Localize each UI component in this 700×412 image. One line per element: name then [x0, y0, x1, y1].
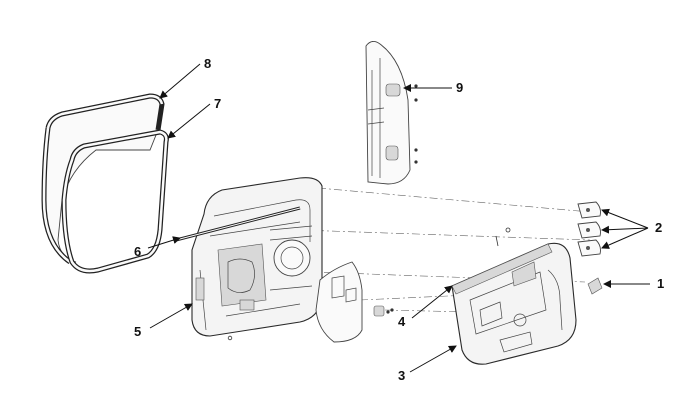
insulator-covers	[577, 201, 601, 257]
callout-4: 4	[398, 314, 406, 329]
callout-6: 6	[134, 244, 141, 259]
callout-9: 9	[456, 80, 463, 95]
leader-lines	[147, 63, 650, 373]
callout-1: 1	[657, 276, 664, 291]
inner-weatherstrip	[61, 129, 169, 274]
trim-cap	[587, 277, 603, 295]
callout-2: 2	[655, 220, 662, 235]
connector-clip	[373, 305, 394, 317]
callout-7: 7	[214, 96, 221, 111]
callout-3: 3	[398, 368, 405, 383]
outer-weatherstrip	[41, 93, 165, 265]
trim-fasteners	[227, 227, 511, 341]
door-trim-panel	[451, 242, 577, 365]
door-frame	[191, 177, 323, 337]
inset-door-view	[365, 41, 418, 185]
callout-8: 8	[204, 56, 211, 71]
callout-labels: 1 2 3 4 5 6 7 8 9	[134, 56, 664, 383]
callout-5: 5	[134, 324, 141, 339]
belt-molding	[175, 206, 301, 242]
deadening-sheet	[315, 261, 363, 343]
